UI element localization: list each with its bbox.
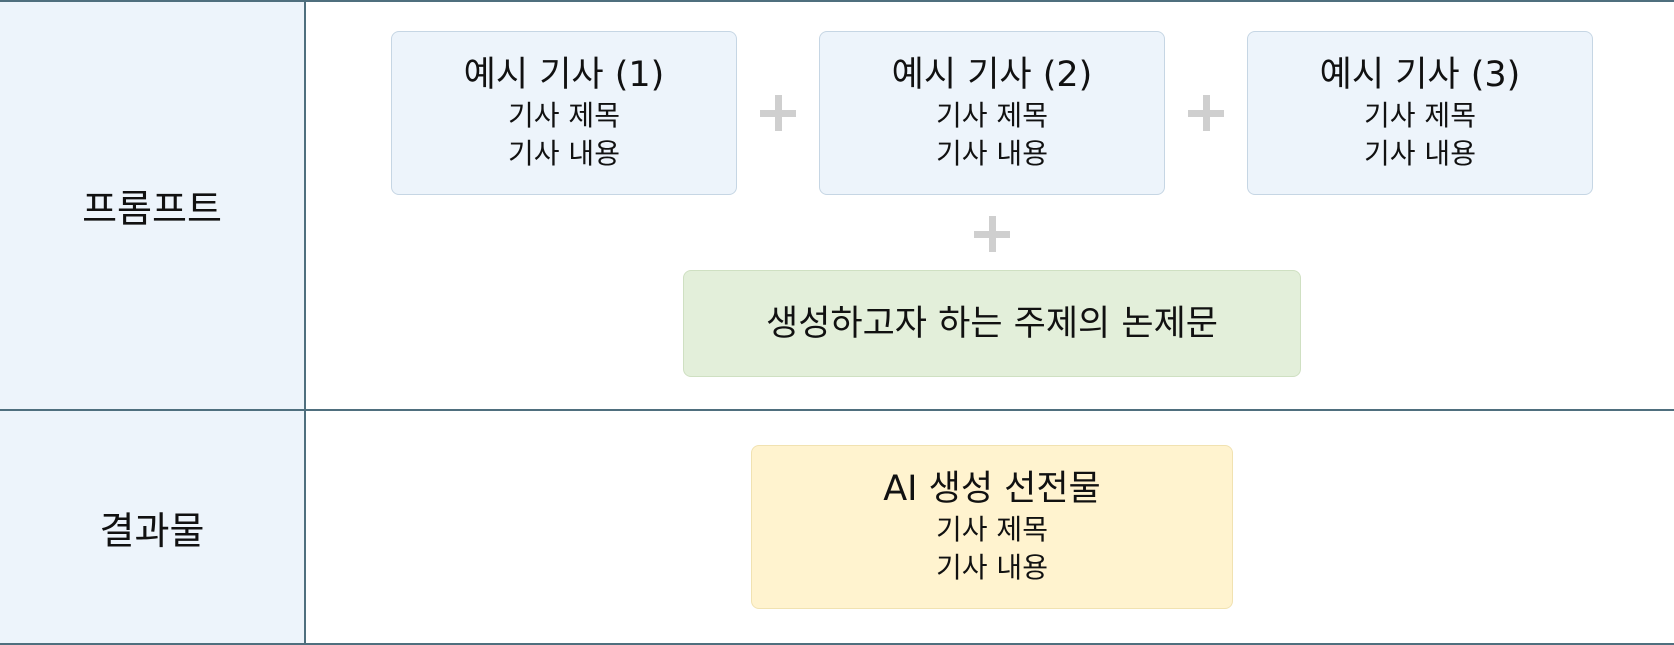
ai-result-headline: 기사 제목 bbox=[936, 513, 1048, 546]
ai-result-body: 기사 내용 bbox=[936, 551, 1048, 584]
example-article-body-3: 기사 내용 bbox=[1364, 137, 1476, 170]
example-article-box-1: 예시 기사 (1) 기사 제목 기사 내용 bbox=[391, 31, 737, 195]
example-article-title-1: 예시 기사 (1) bbox=[463, 55, 665, 95]
example-article-headline-2: 기사 제목 bbox=[936, 99, 1048, 132]
example-article-body-2: 기사 내용 bbox=[936, 137, 1048, 170]
row-label-prompt: 프롬프트 bbox=[0, 2, 306, 409]
plus-icon-2 bbox=[1188, 95, 1224, 131]
ai-result-box: AI 생성 선전물 기사 제목 기사 내용 bbox=[751, 445, 1233, 609]
plus-icon-1 bbox=[760, 95, 796, 131]
prompt-label: 프롬프트 bbox=[82, 187, 222, 231]
topic-statement-box: 생성하고자 하는 주제의 논제문 bbox=[683, 270, 1301, 377]
example-article-box-2: 예시 기사 (2) 기사 제목 기사 내용 bbox=[819, 31, 1165, 195]
result-label: 결과물 bbox=[99, 508, 205, 553]
example-article-box-3: 예시 기사 (3) 기사 제목 기사 내용 bbox=[1247, 31, 1593, 195]
example-article-body-1: 기사 내용 bbox=[508, 137, 620, 170]
row-divider bbox=[0, 409, 1674, 411]
plus-icon-3 bbox=[974, 216, 1010, 252]
topic-statement-text: 생성하고자 하는 주제의 논제문 bbox=[766, 303, 1218, 344]
example-article-headline-3: 기사 제목 bbox=[1364, 99, 1476, 132]
row-label-result: 결과물 bbox=[0, 411, 306, 643]
example-article-title-3: 예시 기사 (3) bbox=[1319, 55, 1521, 95]
example-article-headline-1: 기사 제목 bbox=[508, 99, 620, 132]
example-article-title-2: 예시 기사 (2) bbox=[891, 55, 1093, 95]
ai-result-title: AI 생성 선전물 bbox=[883, 469, 1101, 509]
